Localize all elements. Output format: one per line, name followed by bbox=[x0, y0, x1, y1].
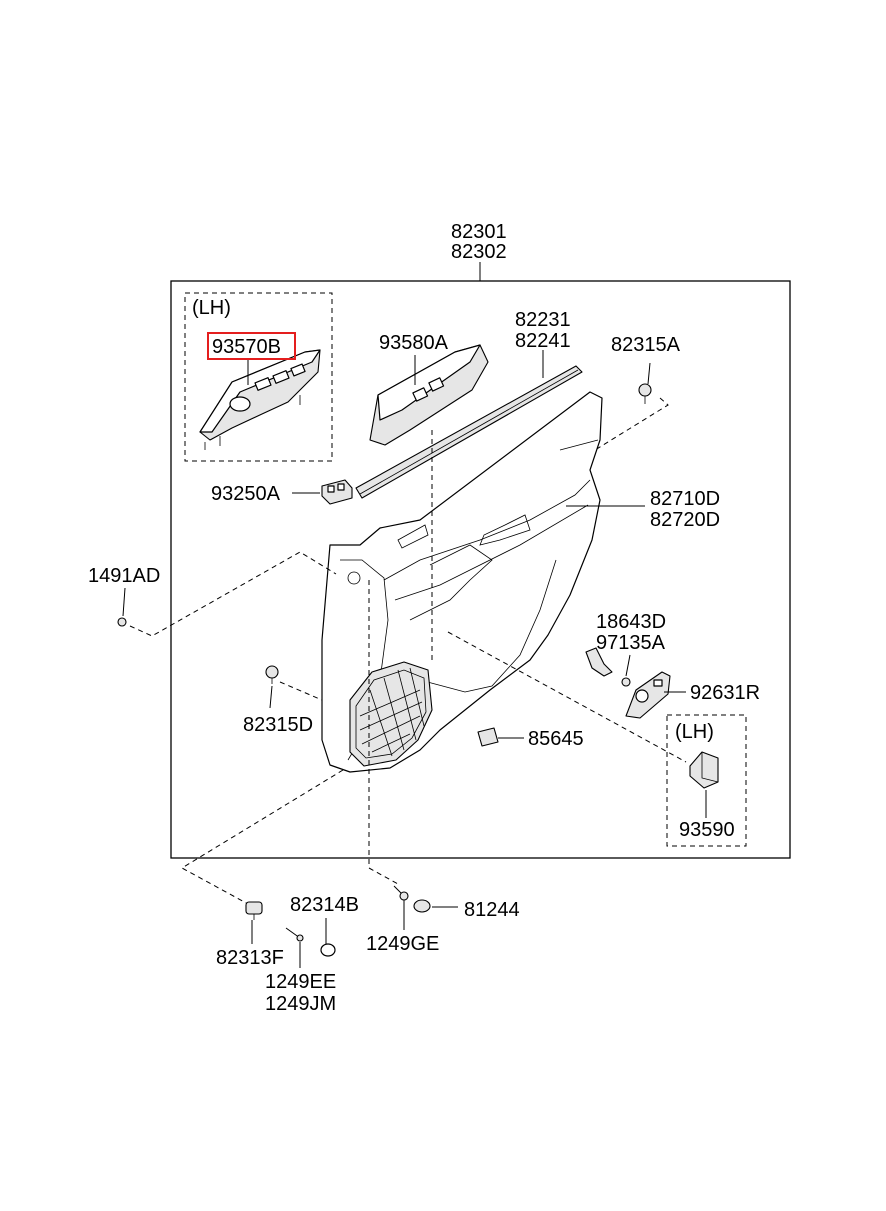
label-82314b[interactable]: 82314B bbox=[290, 894, 359, 916]
grille-85645-part[interactable] bbox=[477, 727, 499, 747]
leader-82315d bbox=[269, 685, 273, 709]
label-lh-bottom: (LH) bbox=[675, 721, 714, 743]
switch-bezel-part[interactable] bbox=[369, 344, 489, 446]
cap-82314b-part[interactable] bbox=[320, 943, 336, 957]
switch-93250a-part[interactable] bbox=[321, 479, 353, 505]
screw-1491ad-part[interactable] bbox=[117, 617, 127, 627]
label-lh-top: (LH) bbox=[192, 297, 231, 319]
leader-82315a bbox=[647, 362, 651, 385]
label-82313f[interactable]: 82313F bbox=[216, 947, 284, 969]
speaker-grille-part[interactable] bbox=[349, 661, 433, 767]
label-93570b[interactable]: 93570B bbox=[212, 336, 281, 358]
label-93250a[interactable]: 93250A bbox=[211, 483, 281, 505]
clip-82313f-part[interactable] bbox=[245, 901, 263, 920]
dash-1249ge bbox=[368, 580, 399, 885]
part-93590[interactable] bbox=[689, 751, 719, 789]
dash-82313f bbox=[180, 769, 344, 905]
leader-18643d bbox=[625, 654, 631, 677]
label-18643d[interactable]: 18643D bbox=[596, 611, 666, 633]
master-window-switch-part[interactable] bbox=[199, 349, 321, 450]
label-93590[interactable]: 93590 bbox=[679, 819, 735, 841]
label-82315a[interactable]: 82315A bbox=[611, 334, 681, 356]
label-82301: 82301 bbox=[451, 221, 507, 243]
switch-92631r-part[interactable] bbox=[625, 671, 671, 719]
dash-93590 bbox=[447, 631, 687, 763]
leader-1491ad bbox=[122, 587, 126, 617]
clip-82315d-part[interactable] bbox=[265, 665, 279, 684]
label-85645[interactable]: 85645 bbox=[528, 728, 584, 750]
label-82720d[interactable]: 82720D bbox=[650, 509, 720, 531]
label-82241[interactable]: 82241 bbox=[515, 330, 571, 352]
lh-inset-box-top bbox=[184, 292, 333, 462]
screw-1249ee-part[interactable] bbox=[285, 927, 304, 942]
label-92631r[interactable]: 92631R bbox=[690, 682, 760, 704]
highlight-93570b-box bbox=[207, 332, 296, 360]
dash-1491ad bbox=[129, 551, 337, 637]
label-82302: 82302 bbox=[451, 241, 507, 263]
label-81244[interactable]: 81244 bbox=[464, 899, 520, 921]
label-1249jm[interactable]: 1249JM bbox=[265, 993, 336, 1015]
label-97135a[interactable]: 97135A bbox=[596, 632, 666, 654]
label-1491ad[interactable]: 1491AD bbox=[88, 565, 160, 587]
label-1249ee[interactable]: 1249EE bbox=[265, 971, 336, 993]
label-1249ge[interactable]: 1249GE bbox=[366, 933, 439, 955]
label-82231[interactable]: 82231 bbox=[515, 309, 571, 331]
label-82315d[interactable]: 82315D bbox=[243, 714, 313, 736]
label-93580a[interactable]: 93580A bbox=[379, 332, 449, 354]
clip-82315a-part[interactable] bbox=[638, 383, 652, 404]
screw-1249ge-part[interactable] bbox=[393, 885, 409, 901]
lh-inset-box-bottom bbox=[666, 714, 747, 847]
dash-82315d bbox=[279, 681, 323, 701]
nut-81244-part[interactable] bbox=[413, 899, 431, 913]
dash-82315a bbox=[594, 397, 669, 451]
label-82710d[interactable]: 82710D bbox=[650, 488, 720, 510]
bracket-18643d-part[interactable] bbox=[585, 647, 631, 687]
weather-strip-part[interactable] bbox=[355, 365, 583, 499]
